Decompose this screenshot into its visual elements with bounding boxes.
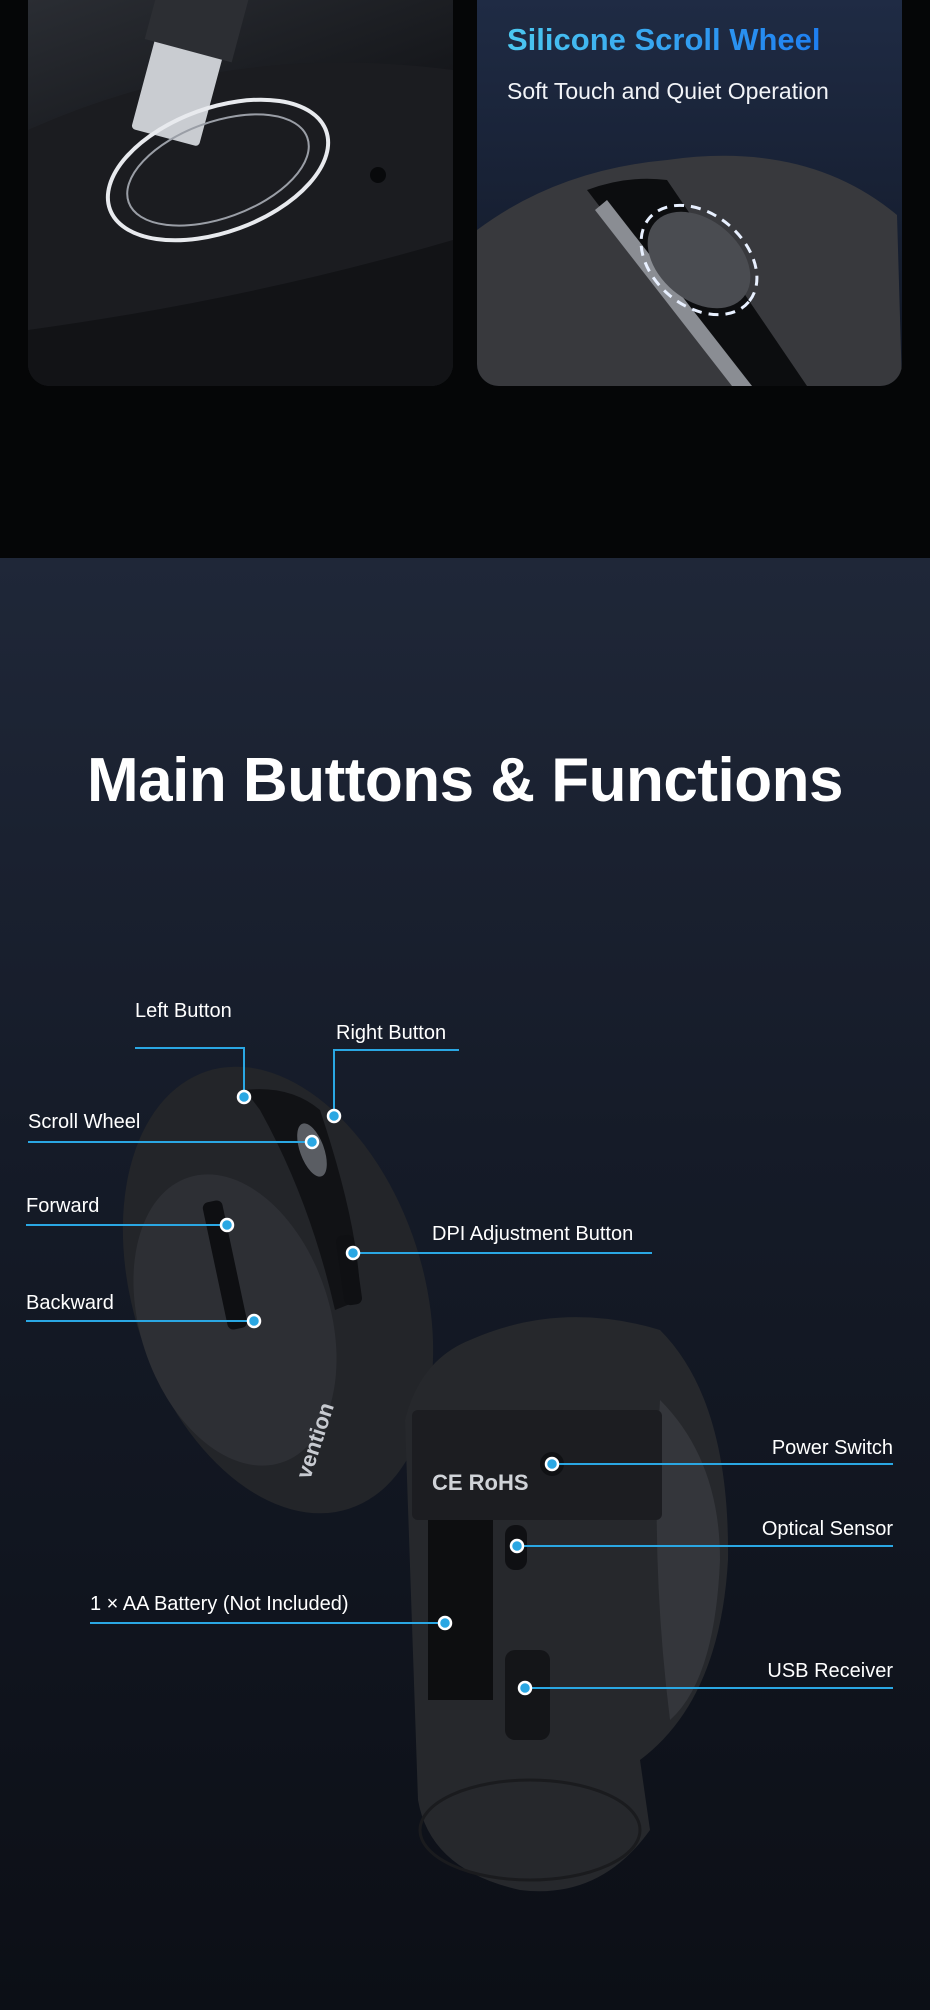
dot-right-button xyxy=(326,1108,342,1124)
label-backward: Backward xyxy=(26,1292,114,1314)
label-power-switch: Power Switch xyxy=(771,1437,893,1459)
usb-receiver-card xyxy=(28,0,453,386)
dot-left-button xyxy=(236,1089,252,1105)
feature-title: Silicone Scroll Wheel xyxy=(507,22,821,57)
label-right-button: Right Button xyxy=(336,1022,447,1044)
label-forward: Forward xyxy=(26,1195,100,1217)
callout-lines xyxy=(26,1047,893,1689)
feature-subtitle: Soft Touch and Quiet Operation xyxy=(507,78,829,104)
label-scroll-wheel: Scroll Wheel xyxy=(28,1111,141,1133)
label-battery: 1 × AA Battery (Not Included) xyxy=(90,1593,349,1615)
scroll-wheel-image xyxy=(477,155,902,386)
dot-usb xyxy=(517,1680,533,1696)
dot-dpi xyxy=(345,1245,361,1261)
dot-forward xyxy=(219,1217,235,1233)
svg-text:CE RoHS: CE RoHS xyxy=(432,1470,529,1495)
dot-sensor xyxy=(509,1538,525,1554)
top-section: Silicone Scroll Wheel Soft Touch and Qui… xyxy=(0,0,930,558)
dot-scroll-wheel xyxy=(304,1134,320,1150)
dot-power xyxy=(544,1456,560,1472)
callout-dots xyxy=(219,1089,560,1696)
label-dpi-button: DPI Adjustment Button xyxy=(432,1223,634,1245)
label-usb-receiver: USB Receiver xyxy=(767,1660,893,1682)
mouse-bottom-view: CE RoHS xyxy=(405,1317,729,1892)
scroll-wheel-card: Silicone Scroll Wheel Soft Touch and Qui… xyxy=(477,0,902,386)
section-title: Main Buttons & Functions xyxy=(86,746,844,815)
label-left-button: Left Button xyxy=(135,1000,232,1022)
dot-battery xyxy=(437,1615,453,1631)
usb-receiver-image xyxy=(28,0,453,386)
label-optical-sensor: Optical Sensor xyxy=(761,1518,893,1540)
dot-backward xyxy=(246,1313,262,1329)
